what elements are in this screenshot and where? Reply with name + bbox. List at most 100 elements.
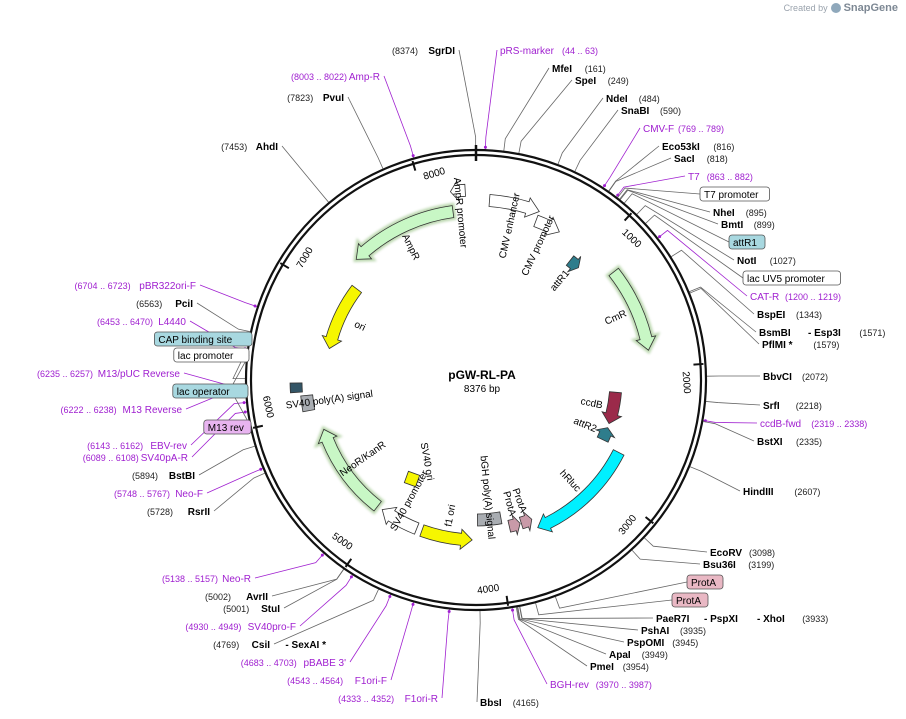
position-label: (3954)	[623, 662, 649, 672]
tick-mark	[411, 160, 417, 171]
feature-callout-box	[742, 270, 841, 286]
site-name: SacI	[674, 154, 695, 165]
site-name: RsrII	[188, 507, 210, 518]
leader-line	[198, 445, 255, 476]
primer-name: SV40pro-F	[248, 622, 296, 633]
annotation-stui: StuI(5001)	[223, 604, 280, 615]
annotation-bsmbi: BsmBI	[759, 328, 791, 339]
leader-line	[213, 472, 265, 512]
position-label: (5748 .. 5767)	[114, 489, 170, 499]
site-name: AhdI	[256, 142, 278, 153]
feature-callout-label: lac UV5 promoter	[747, 274, 825, 285]
primer-name: F1ori-R	[405, 694, 438, 705]
position-label: (895)	[746, 208, 767, 218]
feature-callout-box	[203, 419, 252, 435]
annotation-f1ori-f: F1ori-F(4543 .. 4564)	[287, 676, 387, 687]
leader-line	[299, 574, 353, 627]
annotation-avrii: AvrII(5002)	[205, 592, 268, 603]
primer-mark	[511, 608, 515, 612]
site-name: SnaBI	[621, 106, 650, 117]
annotation-bstbi: BstBI(5894)	[132, 471, 195, 482]
tick-label: 5000	[330, 531, 355, 553]
leader-line	[511, 608, 548, 685]
primer-mark	[483, 145, 487, 149]
primer-name: Neo-F	[175, 489, 203, 500]
position-label: (249)	[608, 76, 629, 86]
position-label: (8374)	[392, 46, 418, 56]
feature-callout-label: CAP binding site	[158, 335, 232, 346]
position-label: (4165)	[513, 698, 539, 708]
leader-line	[636, 205, 735, 261]
leader-line	[206, 468, 263, 494]
site-name: HindIII	[743, 487, 774, 498]
leader-line	[619, 189, 719, 225]
site-name: PshAI	[641, 626, 670, 637]
leader-line	[703, 419, 758, 424]
annotation-srfi: SrfI(2218)	[763, 401, 822, 412]
annotation-sexai: - SexAI *	[285, 640, 326, 651]
leader-line	[555, 581, 688, 609]
feature-prota	[518, 510, 533, 533]
site-name: SpeI	[575, 76, 596, 87]
feature-callout-box	[686, 574, 724, 590]
position-label: (818)	[707, 154, 728, 164]
primer-name: BGH-rev	[550, 680, 589, 691]
feature-lac	[289, 382, 303, 394]
site-name: PvuI	[323, 93, 344, 104]
leader-line	[390, 602, 414, 681]
position-label: (6453 .. 6470)	[97, 317, 153, 327]
annotation-bbsi: BbsI(4165)	[480, 698, 539, 709]
annotation-eco53ki: Eco53kI(816)	[662, 142, 734, 153]
annotation-ebv-rev: EBV-rev(6143 .. 6162)	[87, 441, 187, 452]
position-label: (5728)	[147, 507, 173, 517]
tick-mark	[505, 595, 510, 606]
leader-line	[671, 249, 755, 315]
annotation-sv40pro-f: SV40pro-F(4930 .. 4949)	[185, 622, 296, 633]
feature-callout-box	[699, 186, 770, 202]
primer-name: pBR322ori-F	[139, 281, 196, 292]
feature-callout-label: ProtA	[676, 596, 701, 607]
annotation-bspei: BspEI(1343)	[757, 310, 822, 321]
position-label: (3933)	[802, 614, 828, 624]
position-label: (4333 .. 4352)	[338, 694, 394, 704]
annotation-t7-promoter: T7 promoter	[699, 186, 770, 202]
site-name: BspEI	[757, 310, 786, 321]
position-label: (2218)	[796, 401, 822, 411]
position-label: (899)	[754, 220, 775, 230]
site-name: BbvCI	[763, 372, 792, 383]
leader-line	[254, 553, 324, 579]
annotation-bgh-rev: BGH-rev(3970 .. 3987)	[550, 680, 652, 691]
primer-name: Amp-R	[349, 72, 380, 83]
position-label: (2072)	[802, 372, 828, 382]
leader-line	[273, 589, 379, 645]
annotation-pbr322ori-f: pBR322ori-F(6704 .. 6723)	[75, 281, 196, 292]
leader-line	[616, 175, 686, 197]
leader-line	[535, 599, 673, 616]
annotation-m13-puc-reverse: M13/pUC Reverse(6235 .. 6257)	[37, 369, 180, 380]
site-name: PspOMI	[627, 638, 664, 649]
primer-name: SV40pA-R	[141, 453, 188, 464]
site-name: Bsu36I	[703, 560, 736, 571]
leader-line	[705, 401, 761, 406]
primer-name: M13/pUC Reverse	[98, 369, 181, 380]
leader-line	[458, 49, 477, 150]
position-label: (3945)	[672, 638, 698, 648]
leader-line	[645, 214, 744, 279]
primer-mark	[320, 553, 324, 557]
annotation-neo-r: Neo-R(5138 .. 5157)	[162, 574, 251, 585]
primer-mark	[259, 467, 263, 471]
tick-mark	[344, 558, 353, 568]
annotation-m13-rev: M13 rev	[203, 419, 252, 435]
feature-sv40-promoter	[381, 506, 420, 535]
leader-line	[271, 569, 344, 597]
tick-label: 1000	[619, 227, 643, 251]
annotation-lac-uv5-promoter: lac UV5 promoter	[742, 270, 841, 286]
annotation-prs-marker: pRS-marker(44 .. 63)	[500, 46, 598, 57]
feature-callout-label: ProtA	[691, 578, 716, 589]
tick-mark	[644, 516, 654, 525]
site-name: EcoRV	[710, 548, 742, 559]
feature-callout-box	[671, 592, 709, 608]
position-label: (2607)	[794, 487, 820, 497]
annotation-cat-r: CAT-R(1200 .. 1219)	[750, 292, 841, 303]
